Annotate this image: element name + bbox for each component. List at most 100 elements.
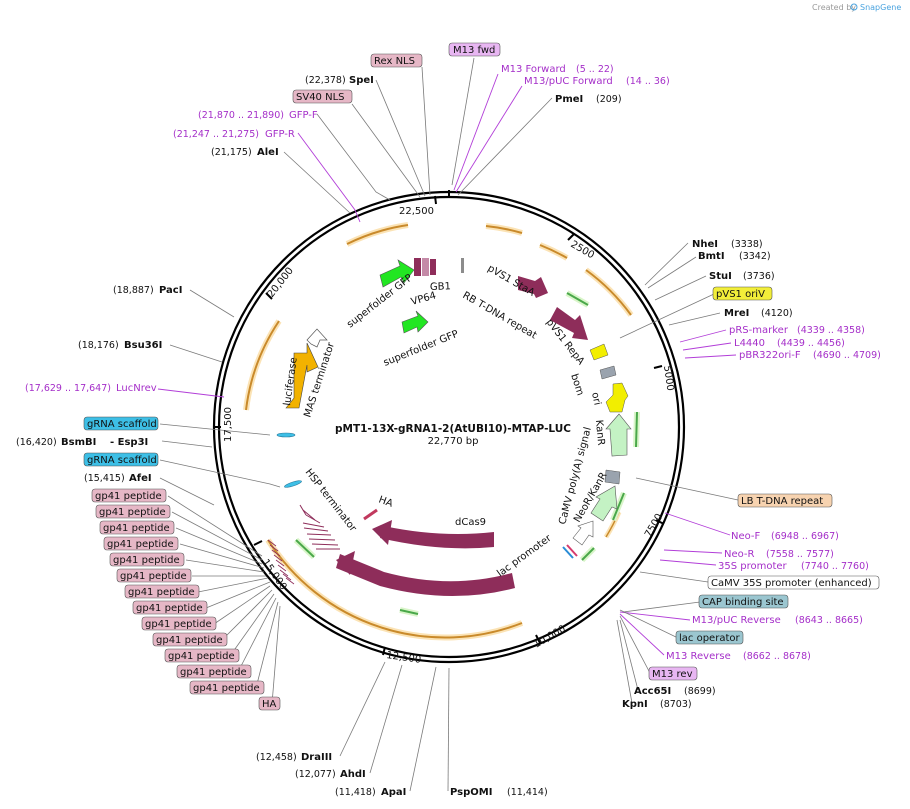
site-position: (11,418) (335, 787, 376, 798)
feature-box-label: pVS1 oriV (716, 289, 765, 300)
site-label: Bsu36I (124, 340, 162, 351)
tick-label: 5000 (661, 365, 675, 392)
site-label: BsmBI (61, 437, 96, 448)
feature-label: VP64 (410, 290, 438, 308)
feature-box-label: gp41 peptide (136, 603, 203, 614)
primer-label: 35S promoter (718, 561, 788, 572)
primer-label: Neo-R (724, 549, 755, 560)
vp64-block (414, 258, 421, 276)
site-position: (16,420) (16, 437, 57, 448)
feature-box-label: gp41 peptide (107, 539, 174, 550)
site-position: (4120) (761, 308, 793, 319)
site-label: - Esp3I (110, 437, 148, 448)
site-position: (3338) (731, 239, 763, 250)
feature-box-label: CaMV 35S promoter (enhanced) (711, 578, 872, 589)
site-label: MreI (724, 308, 749, 319)
orange-arc-features (243, 222, 634, 641)
feature-box-label: gp41 peptide (113, 555, 180, 566)
primer-position: (14 .. 36) (626, 76, 670, 87)
primer-position: (17,629 .. 17,647) (25, 383, 111, 394)
site-position: (18,887) (113, 285, 154, 296)
feature-box-label: M13 fwd (453, 45, 495, 56)
pvs1-repa-arrow (550, 307, 588, 340)
feature-box-label: gRNA scaffold (87, 455, 157, 466)
primer-position: (6948 .. 6967) (771, 531, 839, 542)
site-position: (3342) (739, 251, 771, 262)
feature-box-label: gp41 peptide (145, 619, 212, 630)
credit-label: Created by (812, 3, 856, 12)
feature-box-label: gp41 peptide (103, 523, 170, 534)
grna-scaffold-marker-1 (276, 432, 296, 438)
site-label: KpnI (622, 699, 648, 710)
primer-position: (8662 .. 8678) (743, 651, 811, 662)
feature-box-label: gp41 peptide (128, 587, 195, 598)
gb1-block (430, 259, 436, 275)
primer-label: M13/pUC Forward (524, 76, 613, 87)
superfolder-gfp-arrow-1 (379, 259, 415, 288)
bom-block (599, 365, 617, 380)
primer-position: (4690 .. 4709) (813, 350, 881, 361)
snapgene-logo-icon (850, 3, 858, 11)
primer-label: L4440 (734, 338, 765, 349)
cas9-arrow-body (336, 554, 515, 597)
feature-box-label: LB T-DNA repeat (741, 496, 823, 507)
credit: Created by SnapGene (812, 3, 901, 12)
site-label: Acc65I (634, 686, 671, 697)
luciferase-arrow (285, 342, 319, 409)
primer-label: M13 Forward (501, 64, 566, 75)
ruler-ticks (213, 190, 665, 656)
ori-arrow (605, 382, 629, 413)
site-label: AhdI (340, 769, 366, 780)
primer-label: pRS-marker (729, 325, 789, 336)
dcas9-arrow-body (380, 526, 494, 549)
feature-label: lac promoter (495, 532, 554, 579)
camv-polya-block (604, 469, 621, 485)
site-label: BmtI (698, 251, 725, 262)
primer-position: (4339 .. 4358) (797, 325, 865, 336)
feature-label: dCas9 (455, 517, 486, 528)
superfolder-gfp-arrow-2 (401, 310, 429, 334)
primer-position: (21,870 .. 21,890) (198, 110, 284, 121)
site-label: AfeI (129, 473, 152, 484)
primer-position: (4439 .. 4456) (777, 338, 845, 349)
primer-position: (21,247 .. 21,275) (173, 129, 259, 140)
gp41-hatching (267, 539, 295, 585)
neor-kanr-arrow (590, 485, 618, 522)
primer-position: (5 .. 22) (576, 64, 614, 75)
vp64-block-2 (422, 258, 429, 276)
tick-label: 2500 (569, 239, 597, 261)
site-label: NheI (692, 239, 718, 250)
feature-box-label: gp41 peptide (120, 571, 187, 582)
feature-label: HA (377, 494, 394, 509)
site-label: PspOMI (450, 787, 492, 798)
primer-label: Neo-F (731, 531, 761, 542)
external-labels: Rex NLS (22,378) SpeI SV40 NLS (21,870 .… (16, 42, 881, 798)
primer-label: GFP-F (289, 110, 318, 121)
feature-label: bom (568, 373, 585, 398)
feature-label: RB T-DNA repeat (461, 290, 539, 341)
tick-label: 10,000 (532, 624, 568, 651)
site-position: (11,414) (507, 787, 548, 798)
site-label: SpeI (349, 75, 374, 86)
dcas9-arrow-head (372, 520, 392, 545)
feature-box-label: Rex NLS (374, 56, 415, 67)
site-position: (21,175) (211, 147, 252, 158)
site-position: (209) (596, 94, 622, 105)
site-position: (8703) (660, 699, 692, 710)
lac-operator-marker (566, 544, 578, 557)
feature-box-label: gp41 peptide (99, 507, 166, 518)
feature-box-label: gp41 peptide (180, 667, 247, 678)
feature-box-label: CAP binding site (702, 597, 784, 608)
site-label: PmeI (555, 94, 583, 105)
site-position: (3736) (743, 271, 775, 282)
plasmid-name: pMT1-13X-gRNA1-2(AtUBI10)-MTAP-LUC (335, 423, 571, 435)
tick-label: 17,500 (223, 407, 234, 442)
tick-label: 12,500 (386, 650, 422, 666)
site-position: (18,176) (78, 340, 119, 351)
primer-label: GFP-R (265, 129, 295, 140)
site-position: (8699) (684, 686, 716, 697)
feature-label: Cas9 (410, 596, 438, 611)
feature-box-label: SV40 NLS (296, 92, 345, 103)
primer-position: (7740 .. 7760) (801, 561, 869, 572)
